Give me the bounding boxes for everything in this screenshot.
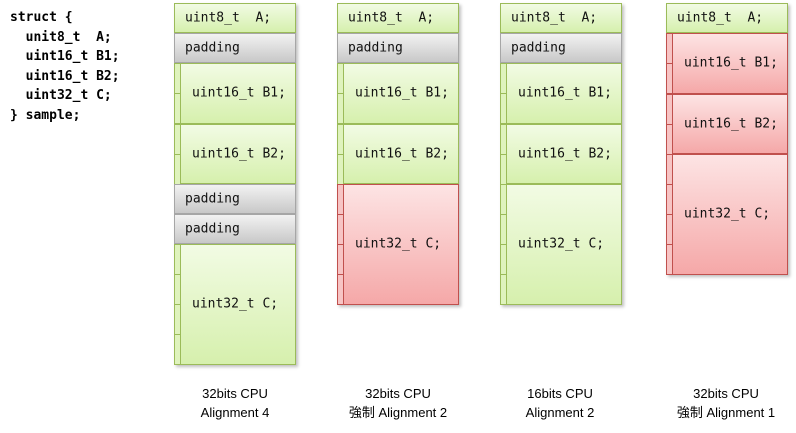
field-block: uint32_t C; <box>174 244 296 365</box>
field-label: padding <box>348 40 403 56</box>
byte-divider <box>175 64 181 124</box>
code-line: struct { <box>10 10 73 25</box>
byte-divider <box>501 124 507 185</box>
field-label: uint16_t B1; <box>684 55 778 71</box>
field-label: uint16_t B2; <box>518 146 612 162</box>
field-block: uint16_t B2; <box>666 93 788 155</box>
column-caption: 32bits CPU Alignment 4 <box>160 384 310 422</box>
code-line: unit8_t A; <box>10 29 112 45</box>
field-label: padding <box>185 40 240 56</box>
padding-block: padding <box>174 214 296 244</box>
field-label: padding <box>185 221 240 237</box>
field-label: padding <box>185 191 240 207</box>
field-block: uint16_t B1; <box>666 33 788 94</box>
byte-divider <box>667 94 673 155</box>
alignment-label: Alignment 4 <box>200 405 270 420</box>
field-label: padding <box>511 40 566 56</box>
byte-divider <box>667 155 673 275</box>
field-label: uint32_t C; <box>518 236 605 252</box>
cpu-label: 32bits CPU <box>693 386 759 401</box>
field-label: uint8_t A; <box>677 10 764 26</box>
byte-divider <box>338 185 344 305</box>
code-line: uint16_t B2; <box>10 68 120 84</box>
field-block: uint16_t B2; <box>174 123 296 185</box>
field-block: uint32_t C; <box>666 154 788 275</box>
field-label: uint8_t A; <box>185 10 272 26</box>
memory-column: uint8_t A; padding uint16_t B1; uint16_t B2… <box>337 3 459 305</box>
code-line: } sample; <box>10 107 81 123</box>
field-label: uint32_t C; <box>355 236 442 252</box>
column-caption: 16bits CPU Alignment 2 <box>485 384 635 422</box>
padding-block: padding <box>174 33 296 63</box>
memory-column: uint8_t A; uint16_t B1; uint16_t B2; uint32… <box>666 3 788 275</box>
field-block: uint8_t A; <box>500 3 622 33</box>
cpu-label: 32bits CPU <box>365 386 431 401</box>
field-label: uint16_t B2; <box>684 116 778 132</box>
field-block: uint16_t B1; <box>337 63 459 124</box>
field-label: uint32_t C; <box>192 296 279 312</box>
alignment-label: 強制 Alignment 1 <box>676 405 776 420</box>
struct-code: struct { unit8_t A; uint16_t B1; uint16_… <box>10 8 120 125</box>
field-block: uint8_t A; <box>174 3 296 33</box>
byte-divider <box>501 185 507 305</box>
column-caption: 32bits CPU 強制 Alignment 1 <box>651 384 796 422</box>
column-caption: 32bits CPU 強制 Alignment 2 <box>323 384 473 422</box>
field-block: uint32_t C; <box>500 184 622 305</box>
field-block: uint16_t B2; <box>337 123 459 185</box>
alignment-label: 強制 Alignment 2 <box>348 405 448 420</box>
memory-column: uint8_t A; padding uint16_t B1; uint16_t B2… <box>174 3 296 365</box>
padding-block: padding <box>337 33 459 63</box>
byte-divider <box>338 64 344 124</box>
field-block: uint8_t A; <box>337 3 459 33</box>
alignment-label: Alignment 2 <box>525 405 595 420</box>
byte-divider <box>338 124 344 185</box>
field-block: uint32_t C; <box>337 184 459 305</box>
memory-column: uint8_t A; padding uint16_t B1; uint16_t B2… <box>500 3 622 305</box>
field-block: uint16_t B1; <box>500 63 622 124</box>
cpu-label: 32bits CPU <box>202 386 268 401</box>
field-label: uint16_t B1; <box>518 85 612 101</box>
field-label: uint8_t A; <box>511 10 598 26</box>
padding-block: padding <box>174 184 296 214</box>
code-line: uint16_t B1; <box>10 49 120 64</box>
field-block: uint16_t B1; <box>174 63 296 124</box>
field-block: uint8_t A; <box>666 3 788 33</box>
field-label: uint8_t A; <box>348 10 435 26</box>
code-line: uint32_t C; <box>10 88 112 103</box>
field-label: uint16_t B1; <box>192 85 286 101</box>
field-label: uint16_t B2; <box>355 146 449 162</box>
byte-divider <box>175 124 181 185</box>
padding-block: padding <box>500 33 622 63</box>
field-block: uint16_t B2; <box>500 123 622 185</box>
cpu-label: 16bits CPU <box>527 386 593 401</box>
field-label: uint16_t B2; <box>192 146 286 162</box>
byte-divider <box>501 64 507 124</box>
field-label: uint32_t C; <box>684 206 771 222</box>
field-label: uint16_t B1; <box>355 85 449 101</box>
byte-divider <box>175 245 181 365</box>
byte-divider <box>667 34 673 94</box>
